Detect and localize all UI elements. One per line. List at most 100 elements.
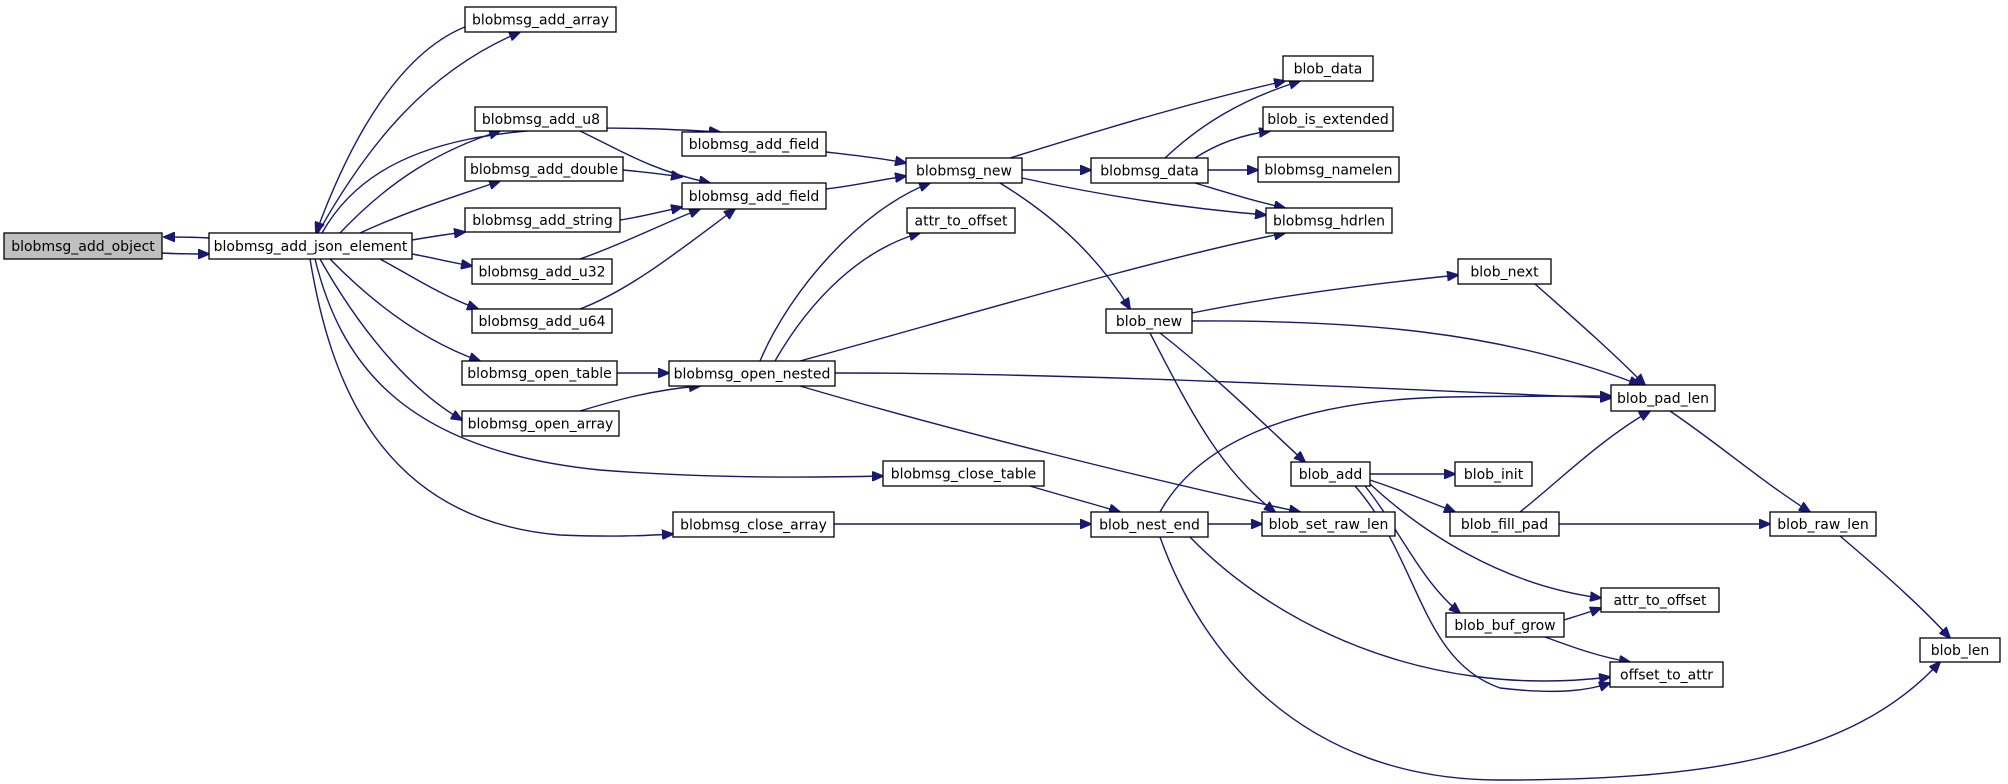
node-label: blobmsg_namelen <box>1264 163 1392 179</box>
edge-blob_new-to-blob_add <box>1159 332 1305 462</box>
edge-blobmsg_data-to-blobmsg_hdrlen <box>1194 182 1285 208</box>
node-open-nested[interactable]: blobmsg_open_nested <box>668 360 836 387</box>
edge-blob_fill_pad-to-blob_pad_len <box>1519 411 1650 513</box>
node-label: blobmsg_new <box>916 164 1012 180</box>
node-open-table[interactable]: blobmsg_open_table <box>461 360 618 386</box>
node-blob-pad-len[interactable]: blob_pad_len <box>1610 384 1716 412</box>
node-label: blob_add <box>1299 467 1363 483</box>
edge-json_element-to-add_array <box>317 32 520 234</box>
edge-blob_nest_end-to-blob_len <box>1159 536 1940 781</box>
edge-add_u8-to-add_field_b <box>579 130 710 183</box>
node-label: blob_new <box>1116 314 1182 330</box>
edge-blob_pad_len-to-blob_raw_len <box>1669 410 1810 512</box>
edge-blob_buf_grow-to-attr_to_offset_b <box>1563 608 1601 621</box>
node-label: blob_nest_end <box>1099 518 1200 534</box>
node-blob-set-raw-len[interactable]: blob_set_raw_len <box>1261 511 1396 537</box>
node-add-u8[interactable]: blobmsg_add_u8 <box>474 106 608 132</box>
edge-json_element-to-close_table <box>314 258 883 477</box>
node-label: blobmsg_add_object <box>11 239 155 255</box>
edge-open_nested-to-attr_to_offset_a <box>774 233 920 362</box>
node-label: blob_next <box>1470 265 1539 281</box>
node-label: blobmsg_close_array <box>680 518 827 534</box>
node-label: blobmsg_hdrlen <box>1273 214 1385 230</box>
node-label: blobmsg_add_u64 <box>478 314 605 330</box>
node-offset-to-attr[interactable]: offset_to_attr <box>1609 661 1724 688</box>
edge-json_element-to-add_u8 <box>339 131 500 234</box>
node-label: blobmsg_open_array <box>468 417 614 433</box>
node-label: blob_init <box>1464 467 1524 483</box>
node-label: blobmsg_add_json_element <box>214 239 408 255</box>
node-blob-fill-pad[interactable]: blob_fill_pad <box>1449 511 1560 537</box>
node-blobmsg-hdrlen[interactable]: blobmsg_hdrlen <box>1265 207 1393 234</box>
node-blob-raw-len[interactable]: blob_raw_len <box>1769 511 1877 537</box>
node-add-object[interactable]: blobmsg_add_object <box>3 232 163 260</box>
edge-blob_add-to-blob_buf_grow <box>1364 485 1460 613</box>
node-label: blobmsg_data <box>1100 164 1199 180</box>
edge-add_field_a-to-blobmsg_new <box>825 151 906 163</box>
node-blob-data[interactable]: blob_data <box>1282 55 1374 82</box>
edge-add_array-to-json_element <box>316 24 471 233</box>
edge-add_u32-to-add_field_b <box>579 209 700 260</box>
node-label: blobmsg_add_u32 <box>478 265 605 281</box>
node-add-double[interactable]: blobmsg_add_double <box>464 156 624 182</box>
edge-add_field_b-to-blobmsg_new <box>825 176 906 190</box>
edge-open_nested-to-blob_pad_len <box>834 372 1611 398</box>
edge-blob_raw_len-to-blob_len <box>1839 535 1950 638</box>
node-label: blob_len <box>1931 643 1990 659</box>
node-label: blobmsg_close_table <box>891 467 1037 483</box>
edge-blobmsg_new-to-blobmsg_hdrlen <box>1021 177 1266 215</box>
edge-blobmsg_new-to-blob_new <box>999 182 1130 309</box>
edge-json_element-to-add_u32 <box>411 253 472 266</box>
node-label: offset_to_attr <box>1620 668 1713 684</box>
node-label: blobmsg_add_u8 <box>482 112 600 128</box>
node-close-table[interactable]: blobmsg_close_table <box>882 460 1045 487</box>
edge-open_nested-to-blobmsg_new <box>759 183 930 362</box>
edge-blob_nest_end-to-blob_pad_len <box>1159 396 1611 513</box>
node-add-field-b[interactable]: blobmsg_add_field <box>681 182 827 210</box>
edge-add_string-to-add_field_b <box>619 207 682 221</box>
edge-blobmsg_data-to-blob_is_extended <box>1194 131 1270 159</box>
node-close-array[interactable]: blobmsg_close_array <box>672 511 835 538</box>
edge-blobmsg_new-to-blob_data <box>1009 81 1285 159</box>
node-add-u64[interactable]: blobmsg_add_u64 <box>471 308 613 334</box>
node-label: blob_raw_len <box>1777 517 1868 533</box>
node-blob-len[interactable]: blob_len <box>1919 637 2001 663</box>
node-blob-is-extended[interactable]: blob_is_extended <box>1262 106 1394 132</box>
edge-blob_add-to-blob_fill_pad <box>1369 479 1455 512</box>
node-label: blob_pad_len <box>1617 391 1709 407</box>
node-blob-next[interactable]: blob_next <box>1457 258 1552 285</box>
node-blob-add[interactable]: blob_add <box>1290 461 1371 487</box>
edge-blob_new-to-blob_pad_len <box>1191 320 1640 385</box>
node-attr-to-offset-a[interactable]: attr_to_offset <box>906 207 1016 234</box>
node-blob-init[interactable]: blob_init <box>1454 461 1533 487</box>
node-blob-nest-end[interactable]: blob_nest_end <box>1090 511 1209 538</box>
edge-blob_nest_end-to-offset_to_attr <box>1189 536 1610 681</box>
node-label: attr_to_offset <box>1614 593 1707 609</box>
node-add-field-a[interactable]: blobmsg_add_field <box>681 131 827 157</box>
node-blobmsg-namelen[interactable]: blobmsg_namelen <box>1257 156 1400 183</box>
node-blob-new[interactable]: blob_new <box>1105 308 1193 334</box>
node-label: blobmsg_open_nested <box>674 367 831 383</box>
node-open-array[interactable]: blobmsg_open_array <box>461 410 620 437</box>
edge-open_nested-to-blob_set_raw_len <box>799 385 1300 512</box>
node-json-element[interactable]: blobmsg_add_json_element <box>208 232 413 260</box>
edge-json_element-to-close_array <box>309 258 673 536</box>
node-blobmsg-data[interactable]: blobmsg_data <box>1090 157 1209 184</box>
edge-json_element-to-open_array <box>319 258 462 420</box>
edge-blob_new-to-blob_set_raw_len <box>1149 332 1275 512</box>
edge-json_element-to-add_u64 <box>379 258 478 309</box>
edge-add_object-to-json_element <box>161 253 209 254</box>
node-attr-to-offset-b[interactable]: attr_to_offset <box>1600 587 1720 613</box>
edge-json_element-to-open_table <box>329 258 480 361</box>
node-blob-buf-grow[interactable]: blob_buf_grow <box>1445 612 1565 638</box>
node-add-array[interactable]: blobmsg_add_array <box>464 6 617 33</box>
node-blobmsg-new[interactable]: blobmsg_new <box>905 157 1023 184</box>
edge-blobmsg_data-to-blob_data <box>1164 81 1300 159</box>
edge-add_double-to-add_field_b <box>622 169 682 177</box>
node-label: blobmsg_open_table <box>467 366 611 382</box>
edge-blob_add-to-offset_to_attr <box>1354 485 1610 693</box>
node-add-string[interactable]: blobmsg_add_string <box>464 207 621 233</box>
node-add-u32[interactable]: blobmsg_add_u32 <box>471 258 613 285</box>
